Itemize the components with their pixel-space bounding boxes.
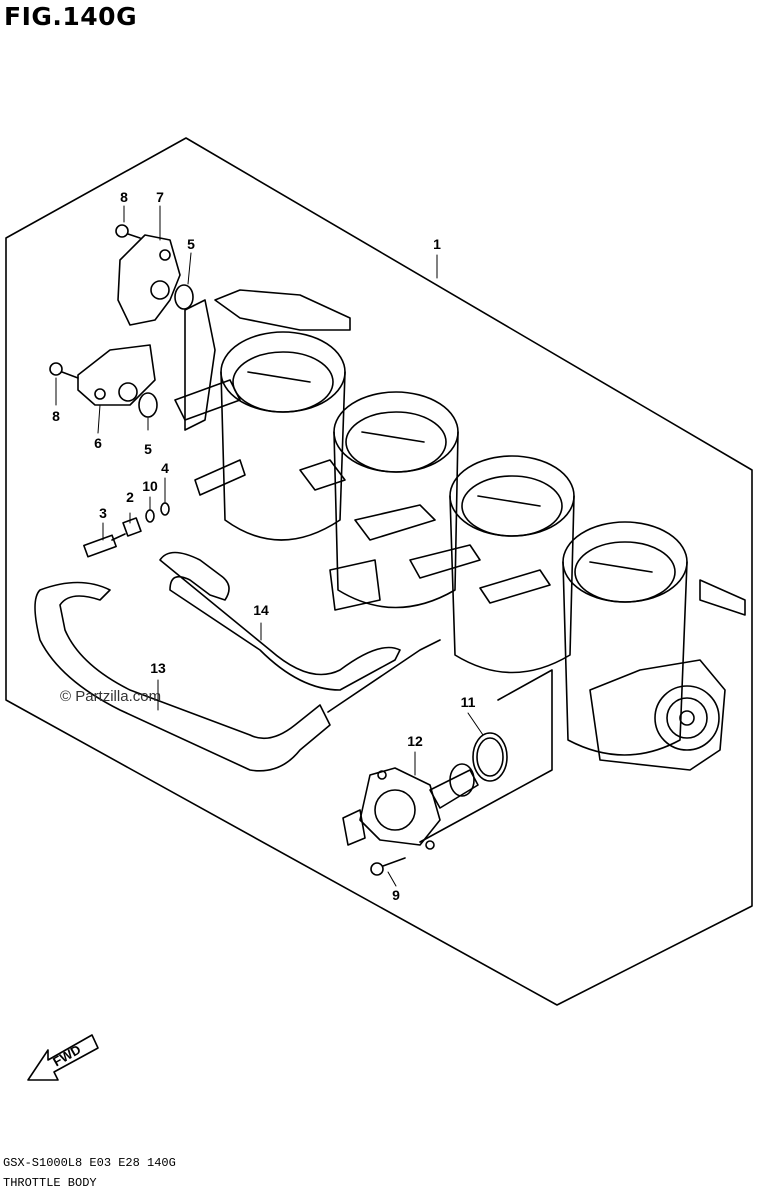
callout-2: 2 — [126, 489, 134, 505]
callout-9: 9 — [392, 887, 400, 903]
washer-10 — [145, 509, 155, 523]
screw-9 — [370, 857, 406, 876]
sensor-7 — [117, 234, 181, 326]
sub-assembly-boundary — [419, 669, 553, 843]
callout-3: 3 — [99, 505, 107, 521]
bore-2 — [333, 391, 459, 609]
o-ring-5-upper — [174, 284, 194, 310]
hose-13 — [34, 581, 331, 772]
spring-2 — [122, 517, 142, 537]
callout-11: 11 — [460, 694, 476, 710]
o-ring-5-lower — [138, 392, 158, 418]
throttle-pulley — [589, 579, 746, 771]
callout-13: 13 — [150, 660, 166, 676]
callout-14: 14 — [253, 602, 269, 618]
callout-5-lower: 5 — [144, 441, 152, 457]
callout-10: 10 — [142, 478, 158, 494]
footer-model-code: GSX-S1000L8 E03 E28 140G — [3, 1156, 176, 1170]
screw-8-lower — [49, 362, 79, 379]
callout-6: 6 — [94, 435, 102, 451]
watermark: © Partzilla.com — [60, 688, 162, 705]
throttle-shaft — [214, 289, 351, 331]
idle-control-12 — [342, 763, 479, 850]
throttle-body-assembly — [174, 289, 746, 771]
figure-title: FIG.140G — [4, 2, 138, 31]
sensor-6 — [77, 344, 156, 406]
screw-8-upper — [115, 224, 141, 239]
assembly-boundary — [5, 137, 753, 1006]
footer-figure-name: THROTTLE BODY — [3, 1176, 97, 1190]
bore-1 — [220, 331, 346, 541]
callout-5-upper: 5 — [187, 236, 195, 252]
callout-7: 7 — [156, 189, 164, 205]
callout-12: 12 — [407, 733, 423, 749]
fwd-arrow — [27, 1034, 99, 1081]
o-ring-11 — [472, 732, 508, 782]
bore-4 — [562, 521, 688, 756]
callout-1: 1 — [433, 236, 441, 252]
leader-lines — [55, 205, 484, 887]
callout-8-lower: 8 — [52, 408, 60, 424]
bore-3 — [449, 455, 575, 674]
callout-4: 4 — [161, 460, 169, 476]
o-ring-4 — [160, 502, 170, 516]
callout-8-upper: 8 — [120, 189, 128, 205]
hose-14 — [159, 551, 401, 691]
adjuster-screw-3 — [83, 533, 126, 558]
